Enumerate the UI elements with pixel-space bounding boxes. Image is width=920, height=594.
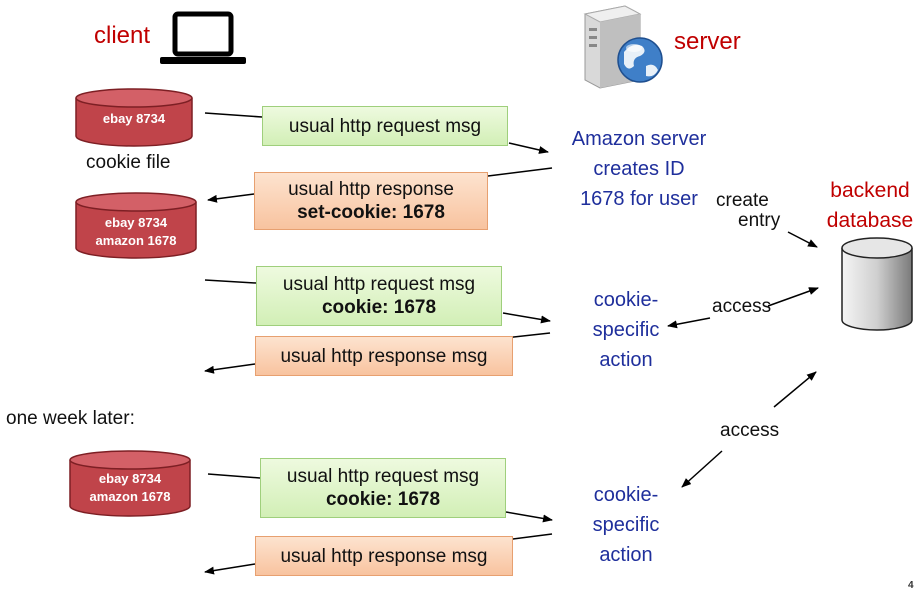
message-line: usual http request msg (282, 274, 476, 295)
http-response-box: usual http response msg (255, 336, 513, 376)
cookie-file-cylinder: ebay 8734 (74, 88, 194, 148)
cookie-line: ebay 8734 (104, 215, 168, 230)
backend-line1: backend (830, 179, 910, 202)
message-line: usual http request msg (288, 115, 482, 137)
backend-line2: database (826, 209, 914, 232)
backend-database-label: backend database (822, 176, 918, 236)
server-globe-icon (583, 5, 663, 89)
cookie-file-label: cookie file (86, 152, 171, 173)
cookie-line: ebay 8734 (98, 471, 162, 486)
access-label: access (712, 296, 772, 317)
action-line: action (599, 544, 653, 566)
action-line: action (599, 349, 653, 371)
server-label: server (674, 28, 741, 55)
http-response-box: usual http response set-cookie: 1678 (254, 172, 488, 230)
client-label: client (94, 22, 151, 49)
action-line: creates ID (593, 158, 685, 180)
action-line: specific (592, 514, 660, 536)
cookie-line: amazon 1678 (95, 233, 177, 248)
page-number: 4 (908, 580, 914, 591)
http-request-box: usual http request msg cookie: 1678 (256, 266, 502, 326)
http-response-box: usual http response msg (255, 536, 513, 576)
server-create-id-text: Amazon server creates ID 1678 for user (556, 124, 722, 214)
database-cylinder-icon (841, 237, 913, 331)
cookie-line: ebay 8734 (102, 111, 166, 126)
cookie-specific-action: cookie- specific action (574, 285, 678, 375)
cylinder-red-icon (69, 450, 191, 517)
action-line: 1678 for user (580, 188, 698, 210)
http-request-box: usual http request msg (262, 106, 508, 146)
entry-label: entry (738, 210, 781, 231)
laptop-icon (160, 11, 246, 64)
cookie-header: cookie: 1678 (321, 297, 437, 318)
action-line: Amazon server (571, 128, 707, 150)
action-line: cookie- (593, 289, 659, 311)
action-line: cookie- (593, 484, 659, 506)
cylinder-red-icon (75, 192, 197, 259)
cookie-file-cylinder: ebay 8734 amazon 1678 (74, 192, 198, 260)
cookie-specific-action: cookie- specific action (574, 480, 678, 570)
cookie-file-cylinder: ebay 8734 amazon 1678 (68, 450, 192, 518)
http-request-box: usual http request msg cookie: 1678 (260, 458, 506, 518)
cookie-header: cookie: 1678 (325, 489, 441, 510)
cookie-line: amazon 1678 (89, 489, 171, 504)
create-label: create (716, 190, 769, 211)
message-line: usual http request msg (286, 466, 480, 487)
one-week-later-label: one week later: (6, 408, 135, 429)
access-label: access (720, 420, 780, 441)
cylinder-red-icon (75, 88, 193, 147)
message-line: usual http response (288, 179, 454, 200)
set-cookie-header: set-cookie: 1678 (297, 202, 445, 223)
action-line: specific (592, 319, 660, 341)
message-line: usual http response msg (280, 545, 488, 567)
message-line: usual http response msg (280, 345, 488, 367)
